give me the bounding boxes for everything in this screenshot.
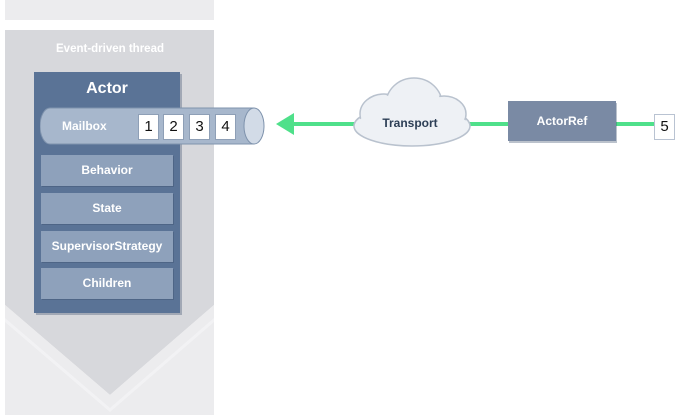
actor-ref-box: ActorRef bbox=[508, 101, 616, 141]
behavior-box: Behavior bbox=[41, 155, 173, 186]
transport-label: Transport bbox=[382, 116, 438, 130]
actor-title: Actor bbox=[86, 80, 128, 97]
incoming-message: 5 bbox=[654, 114, 675, 140]
event-thread-label: Event-driven thread bbox=[56, 43, 164, 55]
mailbox-label: Mailbox bbox=[62, 119, 107, 133]
mailbox-message: 3 bbox=[189, 114, 210, 140]
state-box: State bbox=[41, 193, 173, 224]
arrow-to-mailbox-head bbox=[276, 113, 294, 135]
children-box: Children bbox=[41, 268, 173, 299]
supervisor-strategy-box: SupervisorStrategy bbox=[41, 231, 173, 262]
mailbox-message: 4 bbox=[215, 114, 236, 140]
transport-cloud bbox=[353, 77, 471, 147]
mailbox-message: 1 bbox=[138, 114, 159, 140]
mailbox-message: 2 bbox=[163, 114, 184, 140]
